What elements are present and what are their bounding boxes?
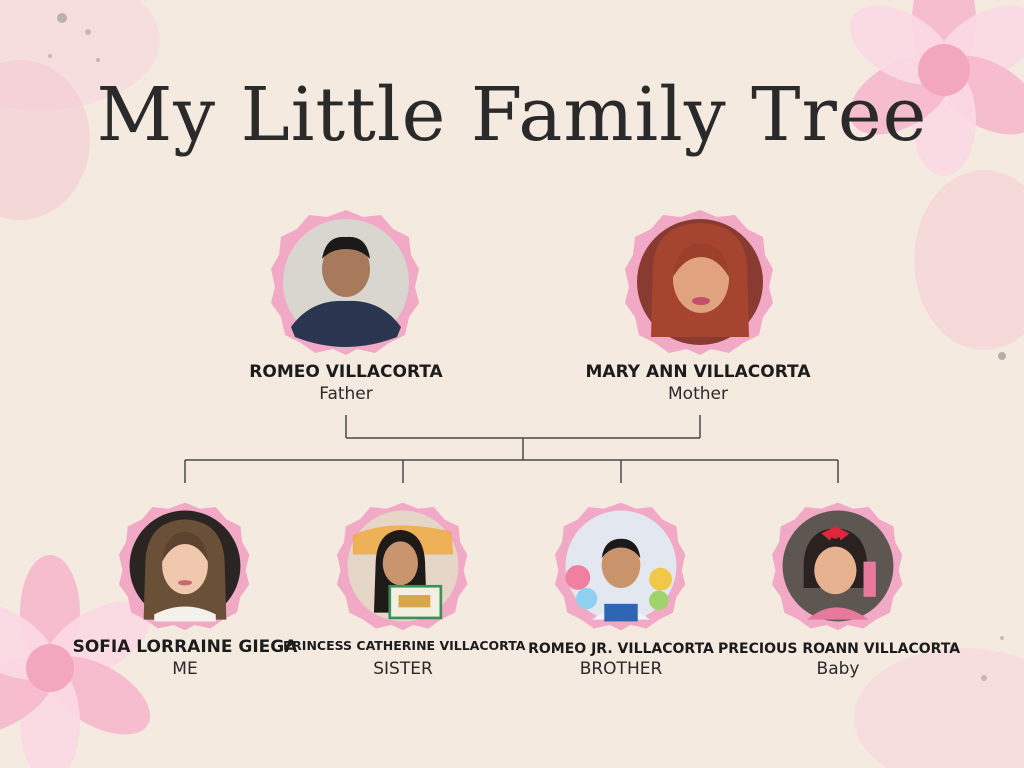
girl-portrait-icon [119,502,250,631]
member-role: BROTHER [579,659,663,679]
woman-portrait-icon [625,210,773,355]
member-name: ROMEO JR. VILLACORTA [528,641,714,657]
member-name: MARY ANN VILLACORTA [585,362,811,382]
toddler-portrait-icon [772,502,903,631]
member-role: Mother [668,384,728,404]
member-role: SISTER [373,659,433,679]
girl-portrait-icon [337,502,468,631]
man-portrait-icon [271,210,419,355]
member-name: SOFIA LORRAINE GIEGA [72,637,298,657]
member-role: ME [172,659,198,679]
boy-portrait-icon [555,502,686,631]
member-role: Father [319,384,373,404]
member-name: PRINCESS CATHERINE VILLACORTA [283,638,526,653]
member-role: Baby [816,659,860,679]
page-title: My Little Family Tree [96,72,928,158]
member-name: PRECIOUS ROANN VILLACORTA [718,641,961,657]
member-name: ROMEO VILLACORTA [249,362,443,382]
